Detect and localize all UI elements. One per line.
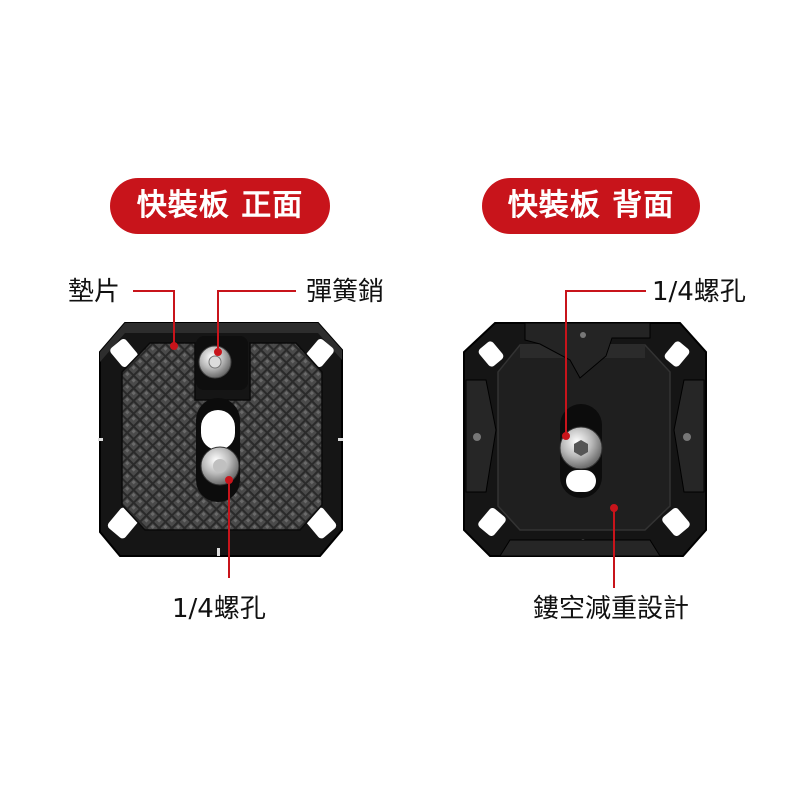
spring-pin-label: 彈簧銷: [306, 277, 385, 307]
front-leader-lines: [133, 290, 296, 578]
back-title-pill: 快裝板 背面: [482, 178, 700, 234]
front-screw-label: 1/4螺孔: [172, 594, 266, 624]
front-corner-hole: [306, 339, 334, 367]
front-title-pill: 快裝板 正面: [110, 178, 330, 234]
back-screw-label: 1/4螺孔: [652, 277, 746, 307]
back-title: 快裝板 背面: [507, 188, 675, 223]
front-plate: [98, 322, 343, 557]
hollow-design-label: 鏤空減重設計: [533, 594, 690, 624]
front-corner-hole: [110, 339, 138, 367]
pad-label: 墊片: [68, 277, 121, 307]
back-plate: [463, 322, 707, 557]
back-leader-lines: [562, 290, 646, 588]
front-title: 快裝板 正面: [136, 188, 304, 223]
